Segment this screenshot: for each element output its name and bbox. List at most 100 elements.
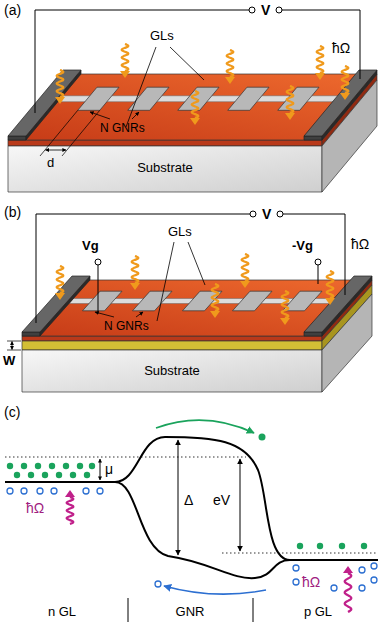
leader-line	[170, 47, 204, 80]
region-divider	[253, 598, 254, 622]
wire	[35, 10, 249, 113]
hole	[359, 567, 365, 573]
nanoribbon	[133, 291, 173, 311]
device-slab	[8, 70, 377, 192]
dirac-point-line	[5, 481, 115, 483]
energy-label: Δ	[184, 492, 193, 508]
part-label: N GNRs	[100, 120, 145, 136]
photon	[55, 70, 65, 104]
electron	[63, 463, 69, 469]
hole	[371, 563, 377, 569]
dimension-line	[40, 110, 78, 156]
energy-arrow	[178, 440, 179, 555]
hole	[83, 488, 89, 494]
gate-voltage-label: -Vg	[292, 238, 313, 254]
photon	[340, 66, 350, 100]
photon-wave	[287, 86, 294, 113]
terminal	[276, 7, 282, 13]
photon	[325, 271, 335, 305]
photon-head	[210, 311, 220, 318]
energy-label: eV	[213, 492, 230, 508]
electron	[56, 472, 62, 478]
electron	[7, 463, 13, 469]
photon	[343, 566, 353, 612]
hole	[51, 488, 57, 494]
photon-wave	[122, 44, 129, 71]
region-label: n GL	[48, 604, 76, 620]
contact-front	[304, 136, 322, 140]
panel-label: (b)	[4, 204, 21, 220]
photon	[315, 46, 325, 80]
photon-head	[325, 298, 335, 305]
voltage-label: V	[262, 206, 271, 222]
nanoribbon	[233, 291, 273, 311]
electron	[42, 472, 48, 478]
photon	[55, 266, 65, 300]
electron	[77, 463, 83, 469]
nanoribbon	[78, 87, 119, 110]
contact-top	[304, 70, 377, 136]
nanoribbon	[228, 87, 269, 110]
contact-top	[304, 276, 372, 332]
photon-head	[65, 490, 75, 497]
photon-head	[280, 318, 290, 325]
leader-line	[132, 112, 139, 119]
substrate-front	[8, 146, 322, 192]
terminal	[250, 211, 256, 217]
graphene-front	[22, 336, 322, 341]
part-label: GLs	[150, 28, 174, 44]
dimension-arrow	[46, 150, 67, 151]
hole	[371, 577, 377, 583]
terminal	[249, 7, 255, 13]
hole	[359, 585, 365, 591]
photon-wave	[57, 70, 64, 97]
photon-wave	[345, 573, 352, 612]
terminal	[95, 259, 101, 265]
photon-label: ħΩ	[351, 236, 369, 252]
dimension-label: W	[3, 353, 15, 369]
band-edge	[115, 482, 290, 578]
photon-head	[340, 93, 350, 100]
photon-wave	[227, 50, 234, 77]
photon-head	[315, 73, 325, 80]
panel-label: (a)	[4, 2, 21, 18]
photon	[280, 291, 290, 325]
dirac-point-line	[290, 559, 378, 561]
wire	[36, 214, 250, 323]
terminal	[277, 211, 283, 217]
electron	[317, 543, 323, 549]
photon-wave	[67, 497, 74, 524]
dimension-line	[7, 350, 21, 351]
leader-line	[95, 312, 114, 317]
part-label: GLs	[168, 224, 192, 240]
part-label: N GNRs	[104, 318, 149, 334]
dimension-label: d	[47, 155, 54, 171]
electron	[49, 463, 55, 469]
photon	[240, 254, 250, 288]
hole	[21, 488, 27, 494]
wire	[318, 265, 319, 284]
contact-front	[304, 332, 322, 336]
hole	[331, 585, 337, 591]
dimension-arrow	[12, 342, 13, 350]
electron	[259, 434, 266, 441]
leader-line	[188, 242, 205, 285]
electron	[21, 463, 27, 469]
electron	[84, 472, 90, 478]
energy-label: μ	[105, 461, 113, 477]
nanoribbon	[278, 87, 319, 110]
photon-wave	[132, 256, 139, 283]
photon-label: ħΩ	[332, 40, 350, 56]
photon-label: ħΩ	[302, 574, 320, 590]
region-divider	[128, 598, 129, 622]
hole	[293, 579, 299, 585]
photon-head	[130, 283, 140, 290]
electron	[339, 543, 345, 549]
hole	[7, 488, 13, 494]
photon-head	[190, 118, 200, 125]
photon-wave	[327, 271, 334, 298]
photon	[285, 86, 295, 120]
